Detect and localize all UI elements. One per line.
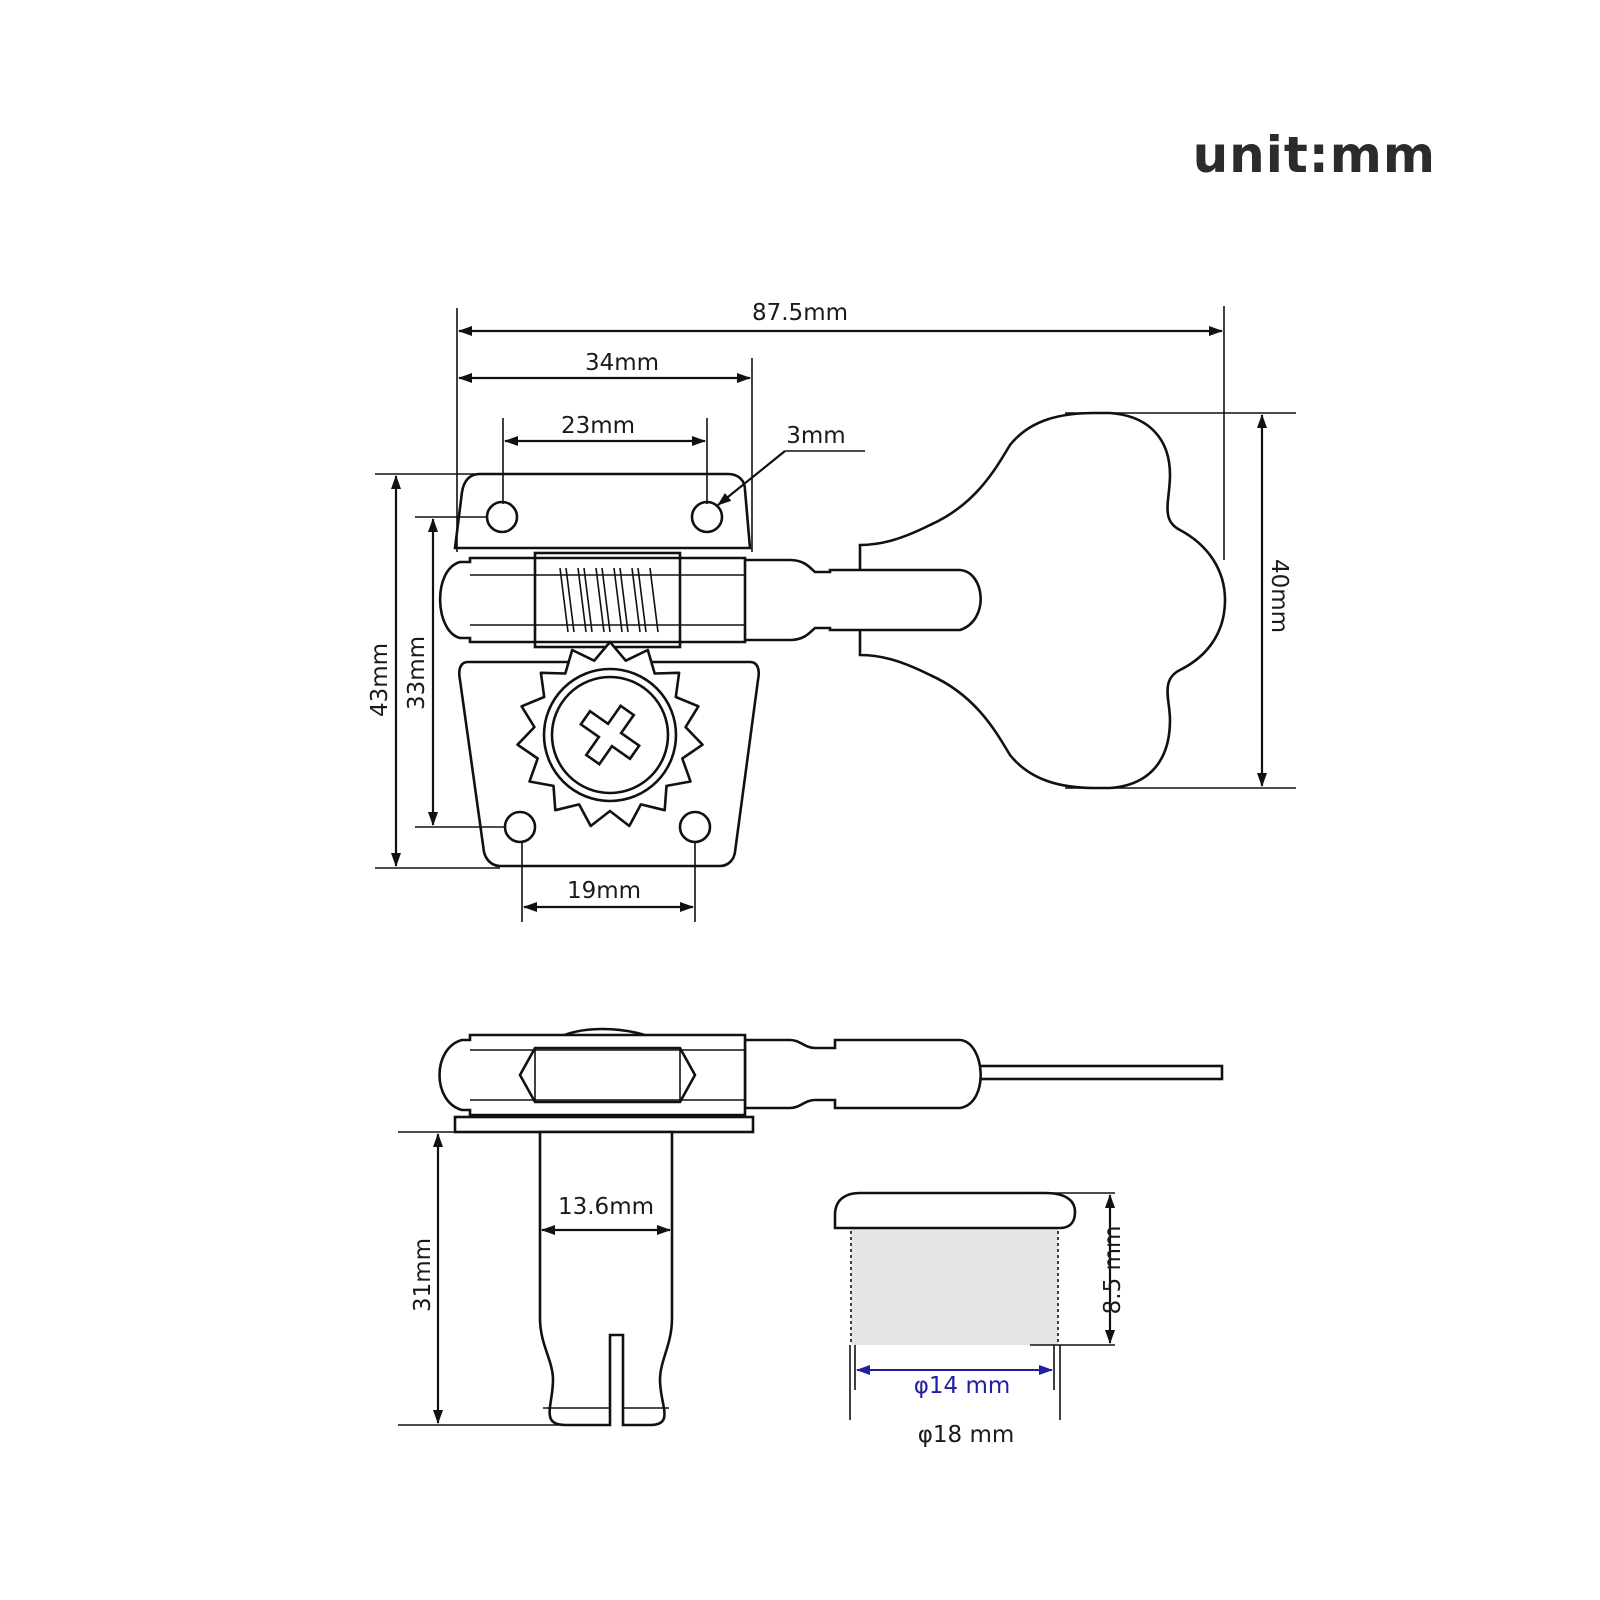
dim-bushing-height: 8.5 mm xyxy=(1100,1226,1126,1315)
dim-hole-vertical-spacing: 33mm xyxy=(404,636,430,710)
mounting-hole xyxy=(678,810,712,844)
worm-coil xyxy=(559,567,659,633)
bushing-sleeve xyxy=(851,1225,1058,1345)
unit-label: unit:mm xyxy=(1193,126,1436,184)
bushing-cap xyxy=(833,1191,1077,1230)
dim-bushing-inner-diameter: φ14 mm xyxy=(914,1373,1011,1399)
dim-button-height: 40mm xyxy=(1266,559,1292,633)
dim-post-height: 31mm xyxy=(410,1238,436,1312)
side-shaft xyxy=(743,1038,982,1110)
dim-total-length: 87.5mm xyxy=(752,300,848,326)
dim-top-hole-spacing: 23mm xyxy=(561,413,635,439)
tuner-button xyxy=(858,411,1227,790)
screw-cross-icon xyxy=(579,704,641,766)
tuner-top-view xyxy=(438,411,1227,868)
tuner-shaft xyxy=(728,558,982,642)
bushing: 8.5 mm φ14 mm φ18 mm xyxy=(833,1191,1126,1448)
dim-plate-width: 34mm xyxy=(585,350,659,376)
dim-hole-diameter: 3mm xyxy=(786,423,845,449)
top-view-dimensions: 87.5mm 34mm 23mm 3mm 43mm 33mm 40mm 19mm xyxy=(367,300,1296,922)
side-view-dimensions: 31mm 13.6mm xyxy=(398,1131,671,1426)
dim-bushing-outer-diameter: φ18 mm xyxy=(918,1422,1015,1448)
worm-housing xyxy=(438,556,747,644)
dim-bottom-hole-spacing: 19mm xyxy=(567,878,641,904)
mounting-hole xyxy=(690,500,724,534)
side-housing xyxy=(438,1033,747,1117)
mounting-hole xyxy=(485,500,519,534)
mounting-hole xyxy=(503,810,537,844)
mounting-plate-top xyxy=(453,472,752,550)
string-post xyxy=(538,1130,674,1427)
flange-plate xyxy=(453,1115,755,1134)
dim-post-diameter: 13.6mm xyxy=(558,1194,654,1220)
dim-plate-height: 43mm xyxy=(367,643,393,717)
tuner-side-view xyxy=(438,1027,1224,1427)
